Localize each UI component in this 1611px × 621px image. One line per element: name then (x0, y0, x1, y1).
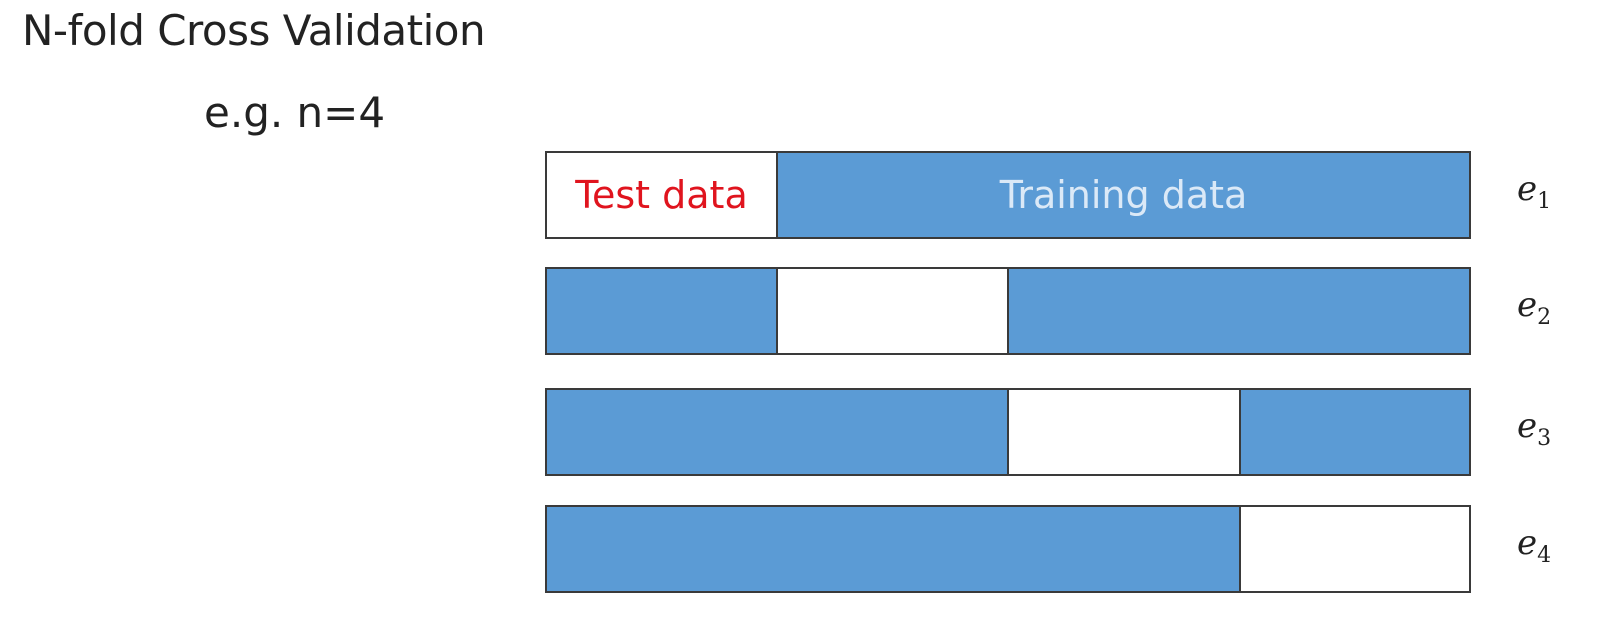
fold-label-e3: e3 (1517, 406, 1551, 451)
fold-2-training-segment-b (1009, 267, 1471, 355)
fold-label-base: e (1517, 406, 1538, 446)
fold-row-2: e2 (545, 267, 1611, 355)
fold-1-test-segment: Test data (545, 151, 778, 239)
fold-label-base: e (1517, 169, 1538, 209)
fold-row-3: e3 (545, 388, 1611, 476)
fold-row-4: e4 (545, 505, 1611, 593)
fold-4-test-segment (1241, 505, 1471, 593)
fold-label-subscript: 4 (1537, 543, 1552, 568)
fold-3-test-segment (1009, 388, 1241, 476)
fold-2-training-segment-a (545, 267, 778, 355)
fold-label-e2: e2 (1517, 285, 1551, 330)
diagram-title: N-fold Cross Validation (22, 6, 486, 55)
fold-row-1: Test data Training data e1 (545, 151, 1611, 239)
fold-label-base: e (1517, 523, 1538, 563)
fold-label-e4: e4 (1517, 523, 1551, 568)
fold-bar-2 (545, 267, 1471, 355)
fold-2-test-segment (778, 267, 1009, 355)
fold-3-training-segment-b (1241, 388, 1471, 476)
fold-3-training-segment-a (545, 388, 1009, 476)
fold-label-subscript: 2 (1537, 305, 1552, 330)
test-data-label: Test data (575, 173, 748, 217)
fold-label-subscript: 1 (1537, 189, 1552, 214)
fold-bar-1: Test data Training data (545, 151, 1471, 239)
fold-label-subscript: 3 (1537, 426, 1552, 451)
diagram-subtitle: e.g. n=4 (204, 88, 386, 137)
training-data-label: Training data (999, 173, 1248, 217)
fold-1-training-segment: Training data (778, 151, 1471, 239)
fold-bar-3 (545, 388, 1471, 476)
fold-label-base: e (1517, 285, 1538, 325)
fold-label-e1: e1 (1517, 169, 1551, 214)
fold-bar-4 (545, 505, 1471, 593)
fold-4-training-segment (545, 505, 1241, 593)
